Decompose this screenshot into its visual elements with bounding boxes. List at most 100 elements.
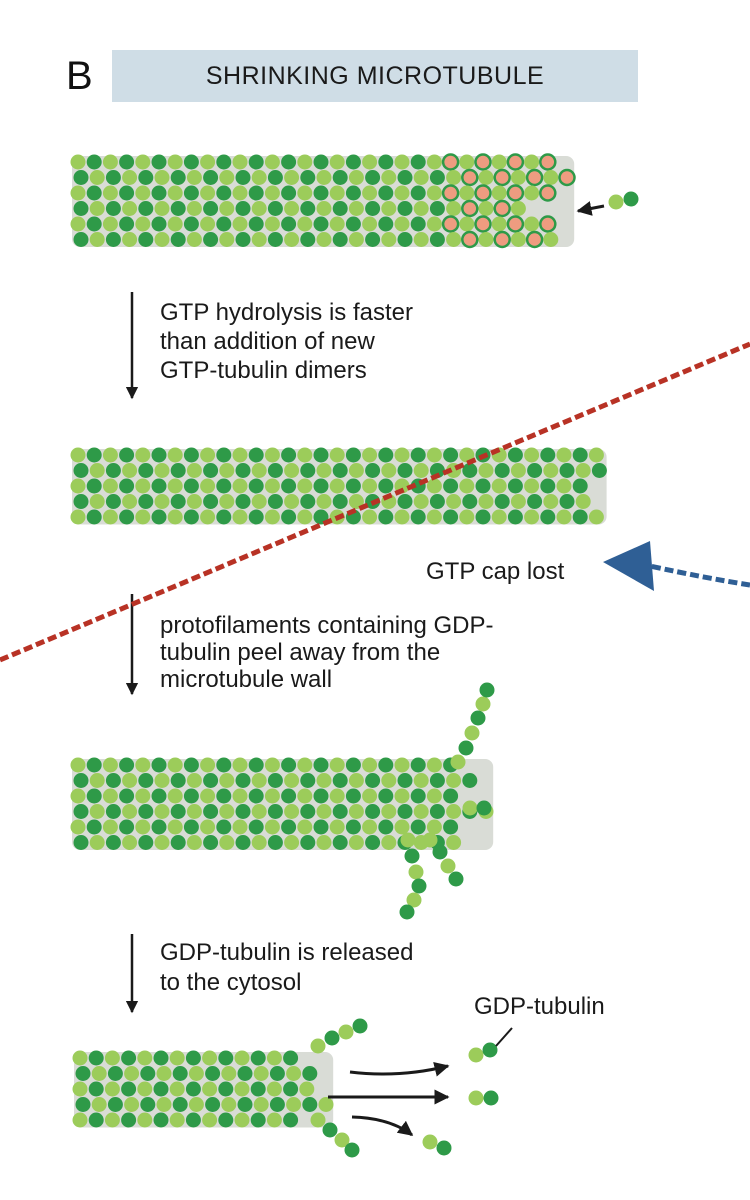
tubulin-subunit — [478, 463, 494, 478]
tubulin-subunit — [154, 773, 170, 788]
tubulin-subunit — [216, 788, 232, 804]
tubulin-subunit — [122, 494, 138, 509]
tubulin-subunit — [284, 804, 300, 819]
tubulin-subunit — [138, 835, 154, 850]
tubulin-subunit — [441, 153, 460, 171]
tubulin-subunit — [300, 804, 316, 819]
tubulin-subunit — [329, 819, 345, 835]
tubulin-subunit — [86, 788, 102, 804]
tubulin-subunit — [200, 788, 216, 804]
tubulin-subunit — [345, 478, 361, 494]
tubulin-subunit — [202, 1050, 218, 1066]
tubulin-subunit — [284, 835, 300, 850]
tubulin-subunit — [151, 757, 167, 773]
tubulin-subunit — [88, 1081, 104, 1097]
tubulin-subunit — [422, 1134, 438, 1150]
tubulin-subunit — [183, 154, 199, 170]
tubulin-subunit — [86, 185, 102, 201]
tubulin-subunit — [408, 864, 424, 880]
tubulin-subunit — [284, 494, 300, 509]
tubulin-subunit — [167, 757, 183, 773]
tubulin-subunit — [527, 494, 543, 509]
tubulin-subunit — [426, 478, 442, 494]
tubulin-subunit — [313, 447, 329, 463]
tubulin-subunit — [329, 154, 345, 170]
microtubule-stage-4 — [72, 1018, 499, 1158]
tubulin-subunit — [475, 509, 491, 525]
tubulin-subunit — [506, 215, 525, 233]
tubulin-subunit — [86, 216, 102, 232]
tubulin-subunit — [216, 757, 232, 773]
tubulin-subunit — [332, 201, 348, 216]
tubulin-subunit — [378, 216, 394, 232]
tubulin-subunit — [462, 800, 478, 816]
tubulin-subunit — [394, 788, 410, 804]
tubulin-subunit — [137, 1081, 153, 1097]
tubulin-subunit — [267, 232, 283, 247]
tubulin-subunit — [232, 819, 248, 835]
tubulin-subunit — [468, 1090, 484, 1106]
tubulin-subunit — [102, 788, 118, 804]
tubulin-subunit — [491, 509, 507, 525]
tubulin-subunit — [413, 232, 429, 247]
tubulin-subunit — [170, 201, 186, 216]
tubulin-subunit — [105, 835, 121, 850]
tubulin-subunit — [365, 773, 381, 788]
tubulin-subunit — [200, 478, 216, 494]
tubulin-subunit — [378, 757, 394, 773]
tubulin-subunit — [494, 494, 510, 509]
tubulin-subunit — [235, 494, 251, 509]
tubulin-subunit — [506, 153, 525, 171]
tubulin-subunit — [104, 1112, 120, 1128]
tubulin-subunit — [89, 463, 105, 478]
tubulin-subunit — [219, 201, 235, 216]
tubulin-subunit — [410, 788, 426, 804]
tubulin-subunit — [365, 463, 381, 478]
tubulin-subunit — [221, 1097, 237, 1112]
tubulin-subunit — [429, 201, 445, 216]
tubulin-subunit — [122, 804, 138, 819]
tubulin-subunit — [167, 216, 183, 232]
tubulin-subunit — [235, 463, 251, 478]
tubulin-subunit — [397, 463, 413, 478]
tubulin-subunit — [297, 447, 313, 463]
tubulin-subunit — [378, 185, 394, 201]
tubulin-subunit — [464, 725, 480, 741]
tubulin-subunit — [219, 804, 235, 819]
tubulin-subunit — [121, 1050, 137, 1066]
tubulin-subunit — [300, 773, 316, 788]
tubulin-subunit — [170, 232, 186, 247]
tubulin-subunit — [623, 191, 639, 207]
tubulin-subunit — [329, 757, 345, 773]
tubulin-subunit — [348, 463, 364, 478]
tubulin-subunit — [248, 757, 264, 773]
tubulin-subunit — [248, 788, 264, 804]
tubulin-subunit — [429, 804, 445, 819]
tubulin-subunit — [119, 509, 135, 525]
tubulin-subunit — [167, 788, 183, 804]
tubulin-subunit — [299, 1081, 315, 1097]
tubulin-subunit — [362, 819, 378, 835]
curved-arrow-icon — [349, 1061, 450, 1077]
tubulin-subunit — [461, 168, 479, 187]
tubulin-subunit — [153, 1112, 169, 1128]
tubulin-subunit — [138, 804, 154, 819]
tubulin-subunit — [253, 1066, 269, 1081]
tubulin-subunit — [102, 447, 118, 463]
tubulin-subunit — [186, 232, 202, 247]
tubulin-subunit — [506, 184, 525, 202]
tubulin-subunit — [89, 773, 105, 788]
curved-arrow-icon — [351, 1115, 414, 1137]
tubulin-subunit — [73, 804, 89, 819]
tubulin-subunit — [494, 463, 510, 478]
tubulin-subunit — [135, 185, 151, 201]
tubulin-subunit — [203, 201, 219, 216]
tubulin-subunit — [297, 788, 313, 804]
tubulin-subunit — [413, 494, 429, 509]
tubulin-subunit — [284, 201, 300, 216]
tubulin-subunit — [524, 185, 540, 201]
tubulin-subunit — [73, 773, 89, 788]
tubulin-subunit — [281, 185, 297, 201]
tubulin-subunit — [267, 463, 283, 478]
tubulin-subunit — [352, 1018, 368, 1034]
